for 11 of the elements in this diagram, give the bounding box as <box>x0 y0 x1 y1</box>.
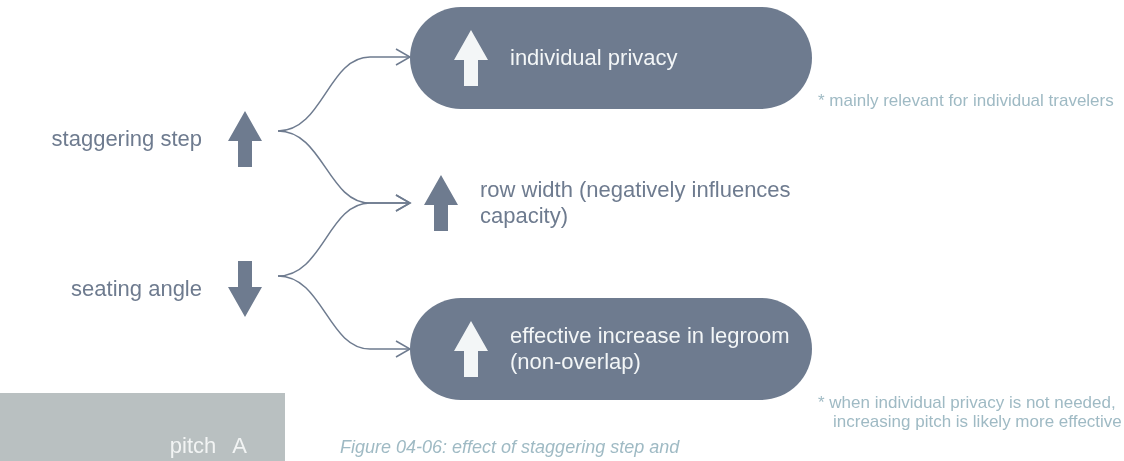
figure-caption: Figure 04-06: effect of staggering step and <box>340 436 680 458</box>
curved-arrow <box>277 275 411 358</box>
footnote: * when individual privacy is not needed, increasing pitch is likely more effective <box>818 393 1123 431</box>
footnote: * mainly relevant for individual travelers <box>818 91 1115 110</box>
panel-label: A <box>232 433 247 460</box>
panel-label: pitch <box>169 433 217 460</box>
effect-label: effective increase in legroom (non-overlap) <box>510 323 791 375</box>
effect-label: row width (negatively influences capacity) <box>480 177 792 229</box>
factor-label: staggering step <box>51 126 202 152</box>
effect-label: individual privacy <box>510 45 678 71</box>
factor-label: seating angle <box>71 276 202 302</box>
